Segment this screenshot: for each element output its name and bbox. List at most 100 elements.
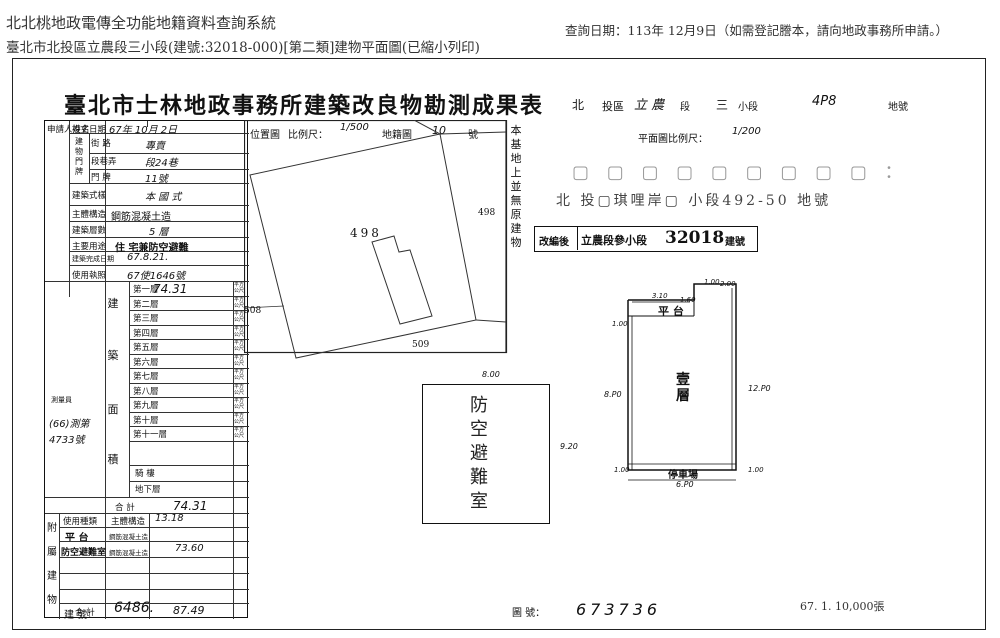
floor-row-label: 第九層 [133, 401, 159, 411]
street-value: 專賣 [145, 141, 165, 152]
stamp-mid: 北 投▢琪哩岸▢ 小段492-50 地號 [556, 193, 832, 209]
floor-row-divider [129, 368, 249, 369]
annex1-use: 平 台 [65, 533, 89, 544]
floor-row-divider [129, 339, 249, 340]
door-label: 建物門牌 [75, 137, 83, 176]
renumber-number: 32018 [665, 228, 725, 248]
title-lot-label: 地號 [888, 102, 908, 113]
floor-row-label: 第一層 [133, 285, 159, 295]
floor-row-divider [129, 426, 249, 427]
floor-row-unit: 平方公尺 [234, 354, 245, 367]
annex-total-value: 87.49 [173, 604, 205, 617]
floor-label: 壹層 [676, 372, 690, 404]
bottom-building-label: 建 號： [64, 610, 98, 621]
annex2-use: 防空避難室 [61, 548, 107, 558]
floor1-area: 74.31 [153, 282, 188, 296]
lot-number-east: 498 [478, 208, 496, 218]
bottom-drawing-label: 圖 號： [512, 608, 546, 619]
floor-row-divider [129, 310, 249, 311]
floor-row-unit: 平方公尺 [234, 311, 245, 323]
floor-row-divider [129, 440, 249, 442]
plan-scale-value: 1/200 [732, 126, 761, 137]
total-label: 合 計 [115, 503, 135, 513]
lot-number-west: 508 [244, 306, 262, 316]
permit-value: 67使1646號 [127, 271, 186, 282]
title-district: 北 [572, 98, 585, 112]
floor-row-divider [129, 324, 249, 326]
floor-row-unit: 平方公尺 [234, 282, 245, 294]
lot-sheet-label: 地籍圖 [382, 130, 412, 141]
floor-row-unit: 平方公尺 [234, 412, 245, 425]
group-label-a: 建 [107, 297, 119, 310]
dim-left-side: 8.P0 [604, 390, 622, 399]
floor-row-label: 第十一層 [133, 430, 168, 440]
completion-value: 67.8.21. [127, 252, 169, 263]
location-map [244, 120, 508, 359]
floors-value: 5 層 [149, 227, 169, 238]
structure-value: 鋼筋混凝土造 [111, 212, 171, 223]
location-scale-label: 比例尺： [288, 130, 328, 141]
title-section-label: 段 [680, 102, 690, 113]
dim-top-b: 2.00 [720, 280, 736, 288]
annex-total-label: 合 計 [75, 608, 95, 618]
vertical-note: 本基地上並無原建物 [510, 124, 522, 249]
title-subsection: 三 [716, 98, 729, 112]
floor-row-label: 第二層 [133, 299, 159, 310]
title-subsection-label: 小段 [738, 102, 758, 113]
shelter-dim-right: 9.20 [560, 442, 578, 451]
dim-notch-h: 1.60 [680, 296, 696, 304]
plan-scale-label: 平面圖比例尺： [638, 134, 708, 145]
floor-row-unit: 平方公尺 [234, 369, 245, 381]
structure-label: 主體構造 [72, 210, 107, 220]
floor-row-label: 第八層 [133, 386, 159, 397]
number-label: 門 牌 [91, 173, 111, 183]
registration-form: 申請人姓名 複丈日期 67年 10月 2日 建物門牌 街 路 專賣 段巷弄 段2… [44, 120, 249, 619]
floor-row-label: 第三層 [133, 314, 159, 324]
platform-label: 平 台 [658, 305, 684, 318]
query-date: 查詢日期：113年 12月9日（如需登記謄本，請向地政事務所申請。） [565, 23, 948, 38]
floor-row-divider [129, 353, 249, 355]
floor-row-label: 第七層 [133, 372, 159, 382]
style-label: 建築式樣 [72, 191, 107, 201]
location-label: 位置圖 [250, 130, 280, 141]
floor-row-divider [129, 295, 249, 297]
dim-left-small: 1.00 [612, 320, 628, 328]
number-value: 11號 [145, 174, 168, 185]
location-scale-value: 1/500 [340, 122, 369, 133]
style-value: 本 國 式 [145, 192, 182, 203]
floor-row-unit: 平方公尺 [234, 383, 245, 396]
renumber-value: 立農段參小段 [581, 234, 647, 247]
bottom-drawing-value: 673736 [576, 600, 662, 619]
date-label: 複丈日期 [72, 125, 107, 135]
floor-row-unit: 平方公尺 [234, 340, 245, 352]
title-district-label: 投區 [602, 100, 624, 113]
applicant-label: 申請人姓名 [47, 125, 90, 135]
address-line: 臺北市北投區立農段三小段(建號:32018-000)[第二類]建物平面圖(已縮小… [6, 40, 480, 56]
annex2-structure: 鋼筋混凝土造 [109, 549, 148, 557]
title-lot-no: 4P8 [812, 94, 837, 109]
balcony-label: 騎 樓 [135, 469, 155, 479]
use-label: 主要用途 [72, 242, 107, 252]
lot-number-south: 509 [412, 340, 430, 350]
dim-bottom-l: 1.00 [614, 466, 630, 474]
floor-row-unit: 平方公尺 [234, 398, 245, 410]
renumber-label: 改編後 [539, 237, 569, 248]
renumber-box: 改編後 立農段參小段 32018 建號 [534, 226, 758, 252]
surveyor-value: (66)測第4733號 [49, 419, 90, 446]
completion-label: 建築完成日期 [72, 255, 114, 263]
street-label: 街 路 [91, 139, 111, 149]
lot-sheet-unit: 號 [468, 130, 478, 141]
renumber-unit: 建號 [725, 237, 745, 248]
bottom-building-value: 6486. [114, 600, 155, 616]
sheet-title: 臺北市士林地政事務所建築改良物勘測成果表 [64, 93, 545, 119]
basement-label: 地下層 [135, 485, 161, 495]
group-label-b: 築 [107, 349, 119, 362]
floor-row-label: 第五層 [133, 343, 159, 353]
print-stamp: 67. 1. 10,000張 [800, 600, 885, 613]
floor-row-unit: 平方公尺 [234, 427, 245, 439]
floor-row-label: 第十層 [133, 415, 159, 426]
group-label-d: 積 [107, 453, 119, 466]
title-section: 立 農 [634, 98, 665, 113]
system-title: 北北桃地政電傳全功能地籍資料查詢系統 [6, 14, 277, 32]
shelter-label: 防空避難室 [470, 395, 488, 512]
